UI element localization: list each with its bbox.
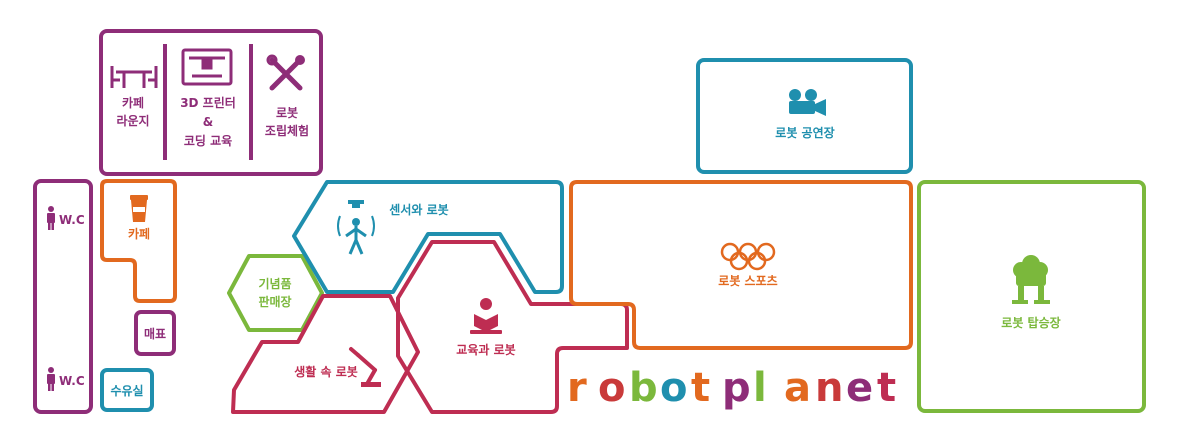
zone-cafe[interactable]: 카페 (100, 179, 177, 303)
zone-wc-top[interactable]: W.C (47, 206, 85, 230)
zone-sensor-robot[interactable]: 센서와 로봇 (292, 180, 564, 294)
zone-robot-assembly[interactable]: 로봇 조립체험 (265, 54, 309, 138)
logo-letter-4: t (691, 365, 710, 411)
zone-wc-column (33, 179, 93, 414)
logo-letter-2: b (629, 365, 658, 411)
sensor-robot-icon (337, 200, 375, 255)
robot-ride-label: 로봇 탑승장 (1001, 316, 1060, 330)
logo-letter-10: t (877, 365, 896, 411)
wc-bottom-label: W.C (59, 374, 85, 388)
tools-icon (266, 54, 305, 91)
logo-letter-7: a (784, 365, 811, 411)
logo-letter-9: e (846, 365, 873, 411)
ride-robot-icon (1012, 255, 1050, 304)
logo-letter-6: l (753, 365, 767, 411)
olympic-rings-icon (720, 242, 776, 271)
logo-letter-8: n (815, 365, 843, 411)
zone-top-left-block (99, 29, 323, 176)
zone-robot-sports[interactable]: 로봇 스포츠 (569, 180, 913, 350)
zone-cafe-lounge[interactable]: 카페 라운지 (110, 66, 158, 128)
zone-souvenir-shop[interactable]: 기념품 판매장 (227, 254, 324, 332)
printer-label-2: & (203, 115, 213, 129)
robot-arm-icon (349, 347, 381, 387)
logo-letter-5: p (722, 365, 751, 411)
cafe-label: 카페 (128, 226, 150, 241)
table-chairs-icon (110, 66, 158, 88)
person-icon (47, 367, 55, 391)
zone-robot-performance[interactable]: 로봇 공연장 (696, 58, 913, 174)
wc-top-label: W.C (59, 213, 85, 227)
ticket-label: 매표 (144, 326, 166, 341)
performance-label: 로봇 공연장 (775, 125, 834, 140)
logo-letter-3: o (660, 365, 687, 411)
zone-nursing-room[interactable]: 수유실 (100, 368, 154, 412)
souvenir-label-2: 판매장 (258, 294, 291, 309)
logo-letter-0: r (567, 365, 587, 411)
printer-label-1: 3D 프린터 (180, 95, 236, 110)
nursing-room-label: 수유실 (110, 383, 143, 398)
assembly-label-2: 조립체험 (265, 123, 309, 138)
assembly-label-1: 로봇 (276, 106, 298, 120)
printer-label-3: 코딩 교육 (184, 133, 232, 148)
logo-letter-1: o (598, 365, 625, 411)
robot-sports-label: 로봇 스포츠 (718, 274, 777, 288)
cafe-lounge-label-1: 카페 (122, 95, 144, 110)
cafe-lounge-label-2: 라운지 (116, 113, 149, 128)
sensor-robot-label: 센서와 로봇 (389, 202, 448, 217)
person-icon (47, 206, 55, 230)
zone-education-robot[interactable]: 교육과 로봇 (396, 240, 629, 414)
zone-3d-printer-coding[interactable]: 3D 프린터 & 코딩 교육 (180, 48, 236, 148)
education-robot-label: 교육과 로봇 (456, 342, 515, 357)
zone-wc-bottom[interactable]: W.C (47, 367, 85, 391)
coffee-cup-icon (130, 195, 148, 222)
3d-printer-icon (181, 48, 233, 86)
reading-person-icon (470, 298, 502, 334)
zone-life-robot[interactable]: 생활 속 로봇 (231, 294, 420, 414)
zone-ticket[interactable]: 매표 (134, 310, 176, 356)
zone-robot-ride[interactable]: 로봇 탑승장 (917, 180, 1146, 413)
film-camera-icon (789, 89, 826, 116)
souvenir-label-1: 기념품 (258, 276, 291, 291)
life-robot-label: 생활 속 로봇 (294, 364, 358, 379)
